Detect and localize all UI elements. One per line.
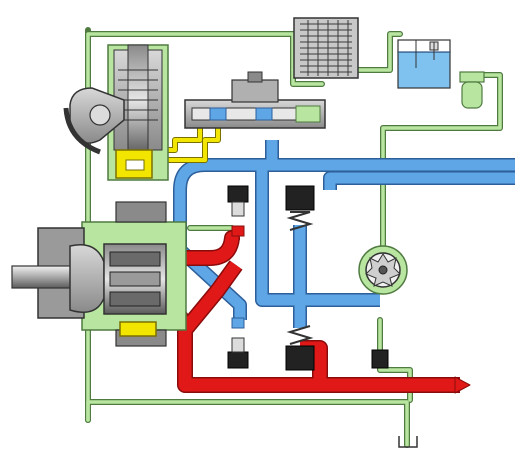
pump-icon xyxy=(11,201,187,347)
case-drain-lines xyxy=(85,27,503,448)
control-valve-icon xyxy=(184,71,326,129)
supply-lines xyxy=(173,140,515,328)
reservoir-icon xyxy=(397,39,451,89)
pressure-lines xyxy=(165,230,471,394)
cooler-icon xyxy=(293,17,359,79)
check-valve-icon xyxy=(227,185,249,369)
tank-drain-icon xyxy=(398,436,418,448)
servo-icon xyxy=(63,44,169,181)
relief-valve-icon xyxy=(285,185,389,371)
gear-pump-icon xyxy=(358,245,408,295)
filter-icon xyxy=(459,71,485,109)
